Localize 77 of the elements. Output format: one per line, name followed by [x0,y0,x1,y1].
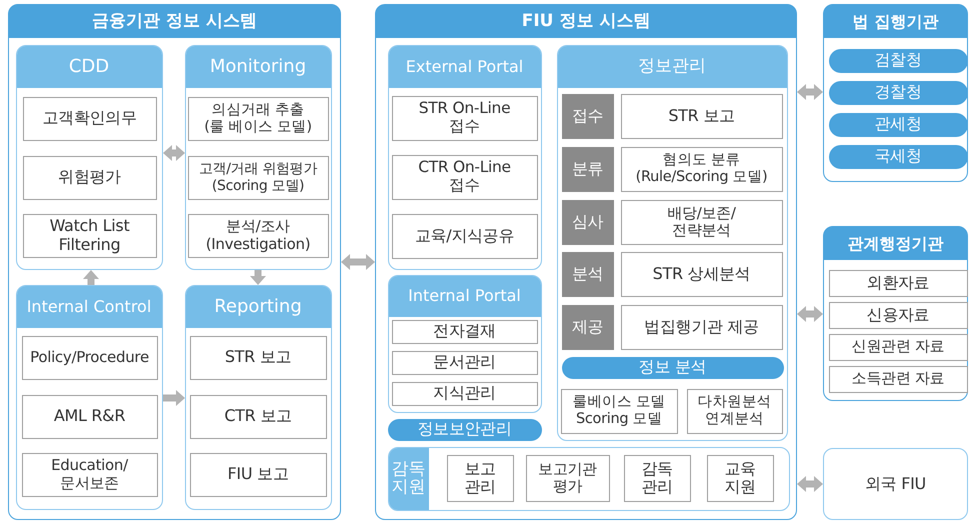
arrow [797,306,823,322]
process-box: 교육 지원 [706,454,774,502]
process-box: 신용자료 [828,302,968,328]
process-box: CTR 보고 [190,394,326,438]
group-panel [556,44,788,440]
process-box: 보고 관리 [446,454,514,502]
process-box: 법집행기관 제공 [620,304,782,350]
process-box: STR 보고 [190,336,326,380]
section-header: 법 집행기관 [824,5,967,38]
system-panel [823,4,968,182]
side-header: 감독 지원 [388,448,428,510]
process-box: STR 보고 [620,94,782,138]
arrow [797,84,823,100]
section-header: External Portal [388,46,540,88]
process-box: Watch List Filtering [22,214,156,258]
step-label: 분석 [562,252,614,296]
agency-box: 외국 FIU [823,448,968,520]
step-label: 심사 [562,200,614,244]
process-box: 고객/거래 위험평가 (Scoring 모델) [188,156,328,200]
system-panel [8,4,341,520]
process-box: CTR On-Line 접수 [392,154,538,200]
group-panel [388,274,542,412]
pill-label: 관세청 [828,112,968,136]
process-box: Policy/Procedure [22,336,158,380]
section-header: CDD [16,46,162,88]
section-header: Monitoring [186,46,330,88]
section-header: 관계행정기관 [824,227,967,260]
section-header: 정보관리 [558,46,786,88]
pill-label: 경찰청 [828,80,968,104]
pill-label: 검찰청 [828,48,968,72]
process-box: FIU 보고 [190,452,326,496]
step-label: 접수 [562,94,614,138]
process-box: 의심거래 추출 (룰 베이스 모델) [188,96,328,140]
group-panel [388,446,790,510]
pill-label: 국세청 [828,144,968,168]
process-box: 고객확인의무 [22,96,156,140]
process-box: 분석/조사 (Investigation) [188,214,328,258]
arrow [797,476,823,492]
section-header: Reporting [186,286,330,328]
section-header: Internal Control [16,286,162,328]
section-header: 금융기관 정보 시스템 [9,5,340,38]
step-label: 분류 [562,146,614,192]
process-box: 혐의도 분류 (Rule/Scoring 모델) [620,146,782,192]
process-box: 배당/보존/ 전략분석 [620,200,782,244]
arrow [341,254,375,270]
system-panel [375,4,797,520]
process-box: 신원관련 자료 [828,334,968,360]
arrow [83,270,99,285]
step-label: 제공 [562,304,614,350]
group-panel [388,44,542,270]
process-box: 교육/지식공유 [392,214,538,258]
group-panel [16,284,162,510]
process-box: 위험평가 [22,156,156,200]
process-box: 지식관리 [392,382,538,406]
process-box: STR On-Line 접수 [392,96,538,140]
arrow [163,390,185,406]
group-panel [184,284,332,510]
pill-label: 정보 분석 [562,356,784,378]
process-box: 전자결재 [392,320,538,344]
process-box: Education/ 문서보존 [22,452,158,496]
group-panel [184,44,332,270]
process-box: 룰베이스 모델 Scoring 모델 [560,388,678,434]
arrow [250,270,266,285]
process-box: 외환자료 [828,270,968,296]
arrow [163,145,185,161]
process-box: 소득관련 자료 [828,366,968,392]
process-box: STR 상세분석 [620,252,782,296]
pill-label: 정보보안관리 [388,418,542,440]
process-box: AML R&R [22,394,158,438]
process-box: 감독 관리 [624,454,690,502]
group-panel [16,44,162,270]
section-header: Internal Portal [388,276,540,316]
system-panel [823,226,968,401]
section-header: FIU 정보 시스템 [376,5,796,38]
process-box: 문서관리 [392,350,538,374]
process-box: 보고기관 평가 [526,454,610,502]
process-box: 다차원분석 연계분석 [686,388,782,434]
